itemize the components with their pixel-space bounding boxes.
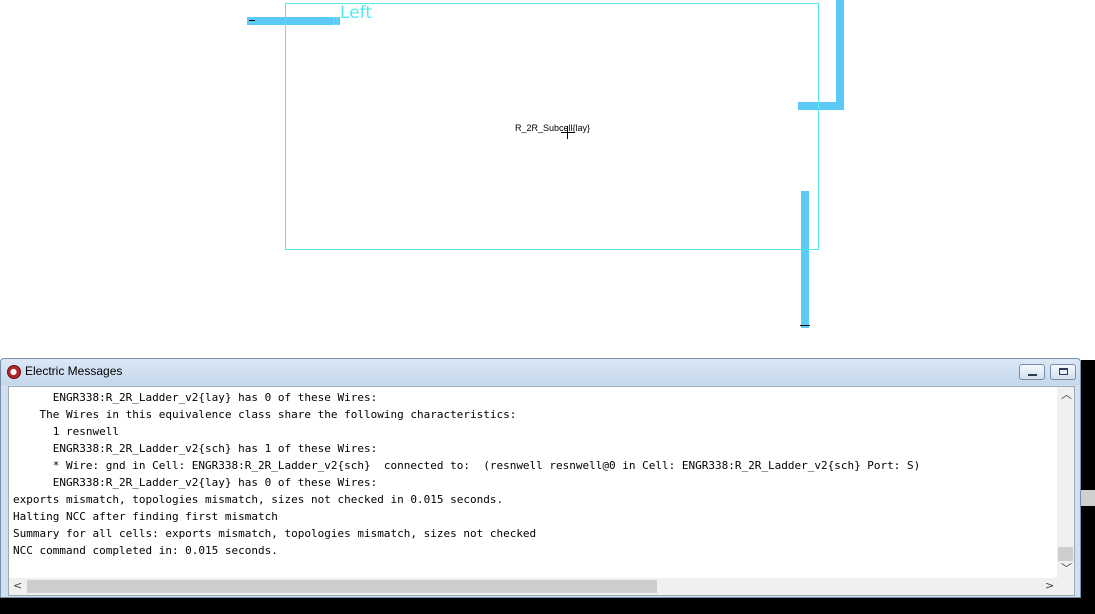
scroll-left-icon[interactable]: <: [13, 579, 23, 592]
scroll-right-icon[interactable]: >: [1045, 579, 1055, 592]
title-bar[interactable]: ● Electric Messages: [1, 359, 1080, 385]
log-line: * Wire: gnd in Cell: ENGR338:R_2R_Ladder…: [13, 459, 921, 472]
message-log-area[interactable]: ENGR338:R_2R_Ladder_v2{lay} has 0 of the…: [8, 386, 1075, 596]
log-line: ENGR338:R_2R_Ladder_v2{lay} has 0 of the…: [13, 476, 378, 489]
minimize-button[interactable]: [1019, 364, 1045, 380]
wire-left-end-tick: [249, 20, 255, 21]
export-label-left[interactable]: Left: [340, 3, 372, 23]
wire-top-right-horizontal[interactable]: [798, 102, 844, 110]
vertical-scrollbar[interactable]: ︿ ﹀: [1057, 387, 1074, 579]
log-line: 1 resnwell: [13, 425, 119, 438]
log-line: The Wires in this equivalence class shar…: [13, 408, 517, 421]
background-edge: [1081, 360, 1095, 614]
vertical-scroll-thumb[interactable]: [1058, 547, 1073, 561]
export-port-marker: [333, 17, 338, 25]
log-line: ENGR338:R_2R_Ladder_v2{lay} has 0 of the…: [13, 391, 378, 404]
message-log: ENGR338:R_2R_Ladder_v2{lay} has 0 of the…: [13, 389, 920, 559]
messages-window: ● Electric Messages ENGR338:R_2R_Ladder_…: [0, 358, 1081, 598]
wire-left[interactable]: [247, 17, 340, 25]
wire-bottom-right[interactable]: [801, 191, 809, 328]
background-edge-block: [1081, 490, 1095, 506]
log-line: ENGR338:R_2R_Ladder_v2{sch} has 1 of the…: [13, 442, 378, 455]
scroll-up-icon[interactable]: ︿: [1061, 388, 1072, 401]
maximize-button[interactable]: [1050, 364, 1076, 380]
electric-app-icon[interactable]: ●: [7, 365, 21, 379]
scroll-down-icon[interactable]: ﹀: [1061, 562, 1072, 575]
layout-canvas[interactable]: R_2R_Subcell{lay} Left: [0, 0, 1095, 360]
subcell-label: R_2R_Subcell{lay}: [515, 123, 591, 133]
window-title: Electric Messages: [25, 364, 123, 378]
log-line: Halting NCC after finding first mismatch: [13, 510, 278, 523]
horizontal-scrollbar[interactable]: < >: [9, 578, 1059, 595]
minimize-icon: [1028, 374, 1037, 376]
log-line: NCC command completed in: 0.015 seconds.: [13, 544, 278, 557]
log-line: Summary for all cells: exports mismatch,…: [13, 527, 537, 540]
wire-bottom-end-tick: [800, 325, 810, 326]
log-line: exports mismatch, topologies mismatch, s…: [13, 493, 504, 506]
horizontal-scroll-thumb[interactable]: [27, 580, 657, 593]
wire-top-right-vertical[interactable]: [836, 0, 844, 110]
scrollbar-corner: [1057, 578, 1074, 595]
subcell-instance[interactable]: [285, 3, 819, 250]
taskbar-edge: [0, 598, 1095, 614]
crosshair-icon-vertical: [567, 126, 568, 139]
maximize-icon: [1059, 368, 1068, 375]
